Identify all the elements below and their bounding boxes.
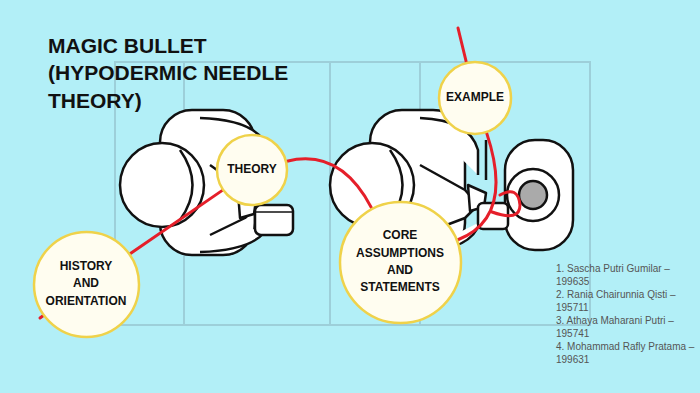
team-list: 1. Sascha Putri Gumilar – 1996352. Rania… bbox=[556, 262, 696, 366]
topic-label: THEORY bbox=[227, 161, 277, 178]
topic-circle: HISTORY AND ORIENTATION bbox=[32, 230, 141, 339]
topic-circle: CORE ASSUMPTIONS AND STATEMENTS bbox=[338, 200, 463, 325]
red-thread bbox=[130, 190, 222, 253]
red-thread bbox=[457, 133, 496, 240]
topic-label: EXAMPLE bbox=[446, 89, 504, 106]
topic-label: CORE ASSUMPTIONS AND STATEMENTS bbox=[356, 227, 444, 297]
member-name: 2. Rania Chairunnia Qisti – 195711 bbox=[556, 288, 696, 314]
topic-label: HISTORY AND ORIENTATION bbox=[46, 258, 127, 310]
red-thread bbox=[287, 159, 371, 208]
topic-circle: EXAMPLE bbox=[437, 60, 513, 136]
title: MAGIC BULLET (HYPODERMIC NEEDLE THEORY) bbox=[48, 32, 310, 114]
member-name: 1. Sascha Putri Gumilar – 199635 bbox=[556, 262, 696, 288]
member-name: 4. Mohammad Rafly Pratama – 199631 bbox=[556, 340, 696, 366]
member-name: 3. Athaya Maharani Putri – 195741 bbox=[556, 314, 696, 340]
circle-outline bbox=[338, 200, 463, 325]
topic-circle: THEORY bbox=[215, 133, 289, 207]
